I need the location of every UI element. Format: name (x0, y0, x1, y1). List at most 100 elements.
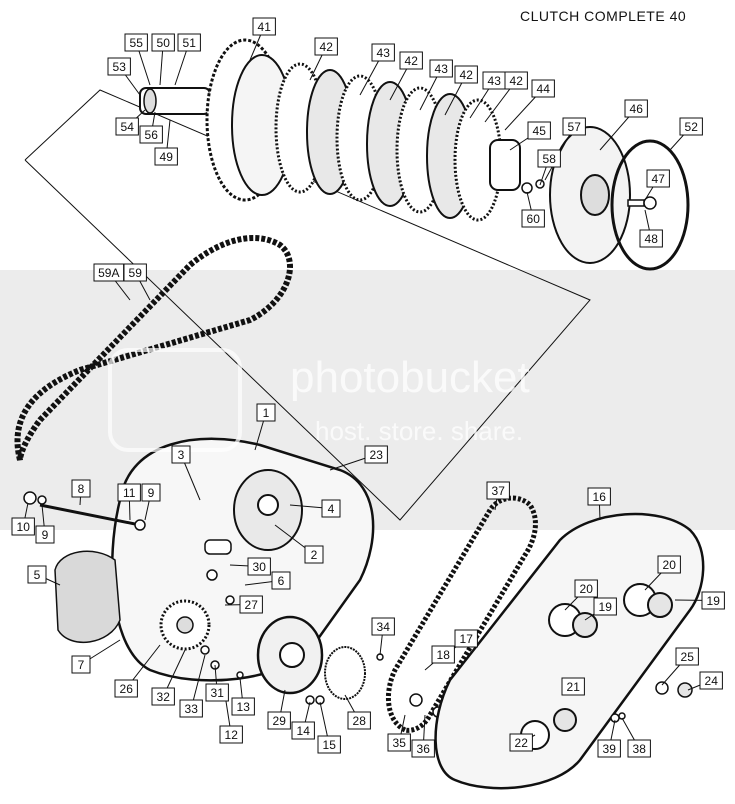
part-number: 42 (460, 68, 474, 82)
callout-box (561, 677, 585, 696)
callout-box (371, 617, 395, 636)
part-callout: 9 (141, 483, 161, 502)
washer (37, 495, 47, 505)
callout-box (179, 699, 203, 718)
part-number: 19 (707, 594, 721, 608)
callout-box (256, 403, 276, 422)
part-number: 26 (120, 682, 134, 696)
part-callout: 2 (304, 545, 324, 564)
callout-box (171, 445, 191, 464)
part-callout: 53 (107, 57, 131, 76)
part-number: 48 (645, 232, 659, 246)
inspection-cap (647, 592, 673, 618)
callout-box (431, 645, 455, 664)
part-number: 43 (435, 62, 449, 76)
part-number: 3 (178, 448, 185, 462)
part-number: 42 (320, 40, 334, 54)
stud (39, 503, 141, 527)
callout-box (177, 33, 201, 52)
callout-box (107, 57, 131, 76)
part-number: 9 (148, 486, 155, 500)
callout-box (364, 445, 388, 464)
callout-box (701, 591, 725, 610)
part-number: 56 (145, 128, 159, 142)
part-callout: 36 (411, 739, 435, 758)
callout-box (537, 149, 561, 168)
spring (206, 569, 218, 581)
part-callout: 25 (675, 647, 699, 666)
part-number: 49 (160, 150, 174, 164)
part-callout: 37 (486, 481, 510, 500)
callout-box (71, 479, 91, 498)
callout-box (699, 671, 723, 690)
part-callout: 50 (151, 33, 175, 52)
part-callout: 20 (574, 579, 598, 598)
part-number: 38 (633, 742, 647, 756)
part-callout: 3 (171, 445, 191, 464)
part-callout: 17 (454, 629, 478, 648)
watermark-brand: photobucket (290, 353, 530, 402)
part-callout: 41 (252, 17, 276, 36)
callout-box (291, 721, 315, 740)
part-number: 35 (393, 736, 407, 750)
callout-box (646, 169, 670, 188)
part-number: 43 (488, 74, 502, 88)
callout-box (521, 209, 545, 228)
part-number: 60 (527, 212, 541, 226)
callout-box (347, 711, 371, 730)
part-number: 32 (157, 690, 171, 704)
part-callout: 46 (624, 99, 648, 118)
callout-box (321, 499, 341, 518)
sprocket-hub (176, 616, 194, 634)
callout-box (593, 597, 617, 616)
callout-box (527, 121, 551, 140)
part-number: 7 (78, 658, 85, 672)
part-callout: 30 (247, 557, 271, 576)
part-number: 18 (437, 648, 451, 662)
part-number: 34 (377, 620, 391, 634)
part-number: 47 (652, 172, 666, 186)
part-number: 24 (705, 674, 719, 688)
part-callout: 31 (205, 683, 229, 702)
oil-seal (257, 494, 279, 516)
part-number: 20 (580, 582, 594, 596)
callout-box (117, 483, 141, 502)
part-number: 12 (225, 728, 239, 742)
part-number: 33 (185, 702, 199, 716)
part-callout: 34 (371, 617, 395, 636)
callout-box (486, 481, 510, 500)
part-number: 13 (237, 700, 251, 714)
part-number: 25 (681, 650, 695, 664)
part-callout: 28 (347, 711, 371, 730)
inner-case-assembly (23, 437, 384, 705)
callout-box (123, 263, 147, 282)
part-callout: 19 (593, 597, 617, 616)
callout-box (271, 571, 291, 590)
callout-box (151, 687, 175, 706)
part-callout: 14 (291, 721, 315, 740)
part-callout: 33 (179, 699, 203, 718)
inner-case (110, 437, 375, 682)
part-number: 23 (370, 448, 384, 462)
part-callout: 10 (11, 517, 35, 536)
callout-box (219, 725, 243, 744)
callout-box (411, 739, 435, 758)
callout-box (317, 735, 341, 754)
part-callout: 49 (154, 147, 178, 166)
part-callout: 52 (679, 117, 703, 136)
secondary-chain (385, 495, 538, 733)
part-callout: 4 (321, 499, 341, 518)
part-number: 5 (34, 568, 41, 582)
callout-box (141, 483, 161, 502)
part-callout: 39 (597, 739, 621, 758)
part-callout: 22 (509, 733, 533, 752)
part-callout: 11 (117, 483, 141, 502)
primary-chain (14, 235, 293, 461)
part-callout: 23 (364, 445, 388, 464)
screw (627, 199, 645, 207)
clutch-hub (489, 139, 521, 191)
chain-sprocket (409, 693, 423, 707)
